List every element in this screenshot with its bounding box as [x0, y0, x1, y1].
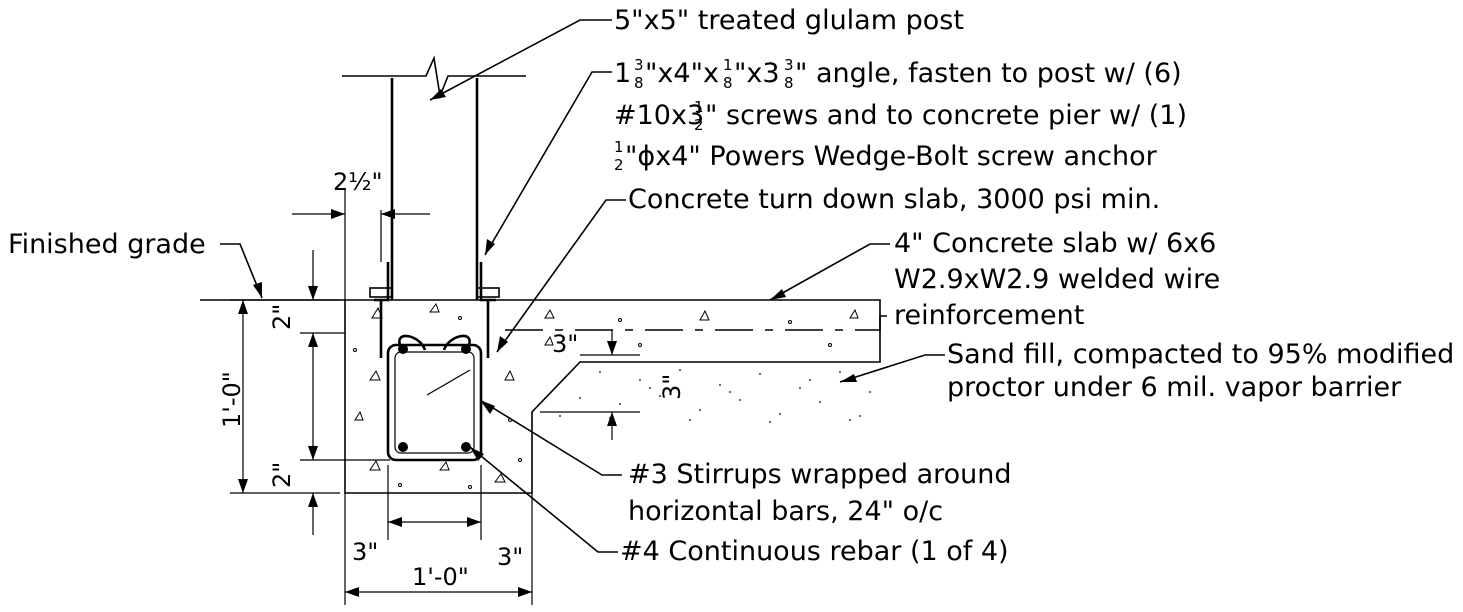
turn-down-label: Concrete turn down slab, 3000 psi min.	[628, 184, 1160, 215]
svg-text:" screws and to concrete pier: " screws and to concrete pier w/ (1)	[705, 100, 1187, 131]
svg-text:#10x3: #10x3	[614, 100, 704, 131]
post-label: 5"x5" treated glulam post	[614, 5, 964, 36]
dim-side-cover-left: 3"	[352, 538, 378, 566]
svg-text:"x4"x: "x4"x	[645, 58, 719, 89]
svg-text:"ϕx4" Powers Wedge-Bolt screw: "ϕx4" Powers Wedge-Bolt screw anchor	[625, 141, 1158, 172]
concrete-hatch	[353, 302, 859, 489]
svg-text:3: 3	[784, 56, 794, 74]
svg-text:1: 1	[694, 98, 704, 116]
svg-text:" angle, fasten to post w/ (6): " angle, fasten to post w/ (6)	[795, 58, 1182, 89]
svg-text:1: 1	[723, 56, 733, 74]
glulam-post	[342, 55, 526, 300]
stirrups-label-line1: #3 Stirrups wrapped around	[628, 459, 1012, 490]
leader-lines	[220, 19, 945, 553]
slab-label-line2: W2.9xW2.9 welded wire	[894, 264, 1220, 295]
svg-text:2: 2	[614, 156, 624, 174]
finished-grade-label: Finished grade	[8, 229, 206, 260]
svg-text:"x3: "x3	[734, 58, 780, 89]
dim-post-offset: 2½"	[333, 168, 383, 196]
slab-label-line1: 4" Concrete slab w/ 6x6	[894, 228, 1216, 259]
dim-slab-offset: 3"	[552, 330, 578, 358]
rebar-bottom-left	[398, 442, 408, 452]
svg-text:8: 8	[784, 74, 794, 92]
dim-top-cover: 2"	[268, 304, 296, 330]
dim-depth: 1'-0"	[218, 371, 246, 428]
sand-fill-stipple	[559, 369, 871, 423]
svg-text:8: 8	[723, 74, 733, 92]
rebar-label: #4 Continuous rebar (1 of 4)	[620, 536, 1009, 567]
stirrups-label-line2: horizontal bars, 24" o/c	[628, 496, 943, 527]
dim-sand-depth: 3"	[658, 374, 686, 400]
rebar-top-left	[398, 344, 408, 354]
sand-label-line2: proctor under 6 mil. vapor barrier	[947, 372, 1402, 403]
svg-text:1: 1	[614, 138, 624, 156]
slab-label-line3: reinforcement	[894, 300, 1084, 331]
svg-text:8: 8	[634, 74, 644, 92]
dimension-lines	[230, 190, 640, 605]
dim-width: 1'-0"	[412, 563, 469, 591]
svg-text:3: 3	[634, 56, 644, 74]
dim-bottom-cover: 2"	[268, 462, 296, 488]
stirrup-and-rebar	[386, 334, 483, 462]
dim-side-cover-right: 3"	[497, 543, 523, 571]
footing-outline	[344, 299, 881, 494]
angle-label: 1 38 "x4"x 18 "x3 38 " angle, fasten to …	[614, 56, 1187, 174]
sand-label-line1: Sand fill, compacted to 95% modified	[947, 339, 1454, 370]
rebar-bottom-right	[461, 442, 471, 452]
steel-angles	[369, 262, 500, 358]
rebar-top-right	[461, 344, 471, 354]
svg-text:1: 1	[614, 58, 631, 89]
svg-text:2: 2	[694, 116, 704, 134]
